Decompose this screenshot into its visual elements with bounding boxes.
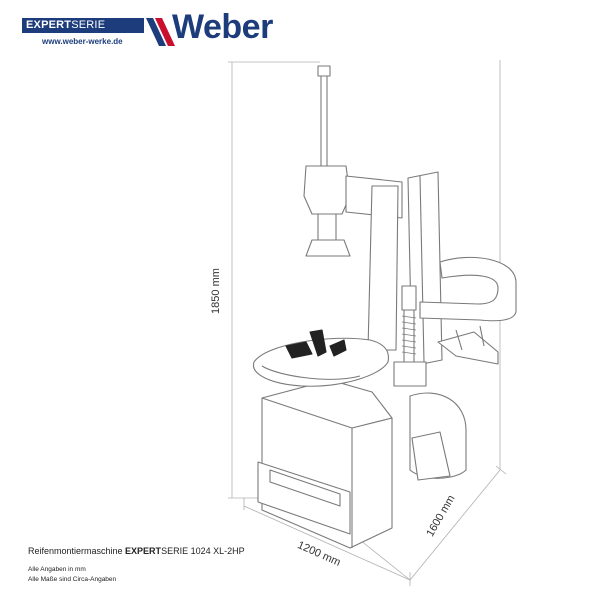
caption-model: SERIE 1024 XL-2HP [161,546,245,556]
weber-logo: EXPERTSERIE www.weber-werke.de Weber [22,8,284,50]
note-approx: Alle Maße sind Circa-Angaben [28,576,117,583]
swing-column [367,185,399,351]
helper-arm [419,256,517,322]
badge-expert: EXPERT [26,19,72,31]
width-dimension-line [243,505,411,581]
height-dimension-label: 1850 mm [210,268,222,314]
vertical-rod [320,75,328,169]
bead-pusher [437,331,499,365]
threaded-spindle [403,309,415,365]
weber-wordmark: Weber [172,8,273,46]
caption-prefix: Reifenmontiermaschine [28,546,126,556]
helper-arm-clamp [401,285,417,311]
rod-cap [317,65,331,77]
note-units: Alle Angaben in mm [28,566,86,573]
turntable [252,337,390,387]
mounting-foot [305,239,351,257]
wheel-clamp [309,329,327,357]
badge-serie: SERIE [71,19,106,31]
logo-stripes-icon [146,18,175,46]
website-url: www.weber-werke.de [42,37,123,46]
mounting-head [303,165,351,215]
depth-dimension-line [409,469,501,581]
spindle-base [393,361,427,387]
caption-series-bold: EXPERT [125,546,162,556]
product-caption: Reifenmontiermaschine EXPERTSERIE 1024 X… [28,546,245,556]
expertserie-badge: EXPERTSERIE [22,18,144,33]
